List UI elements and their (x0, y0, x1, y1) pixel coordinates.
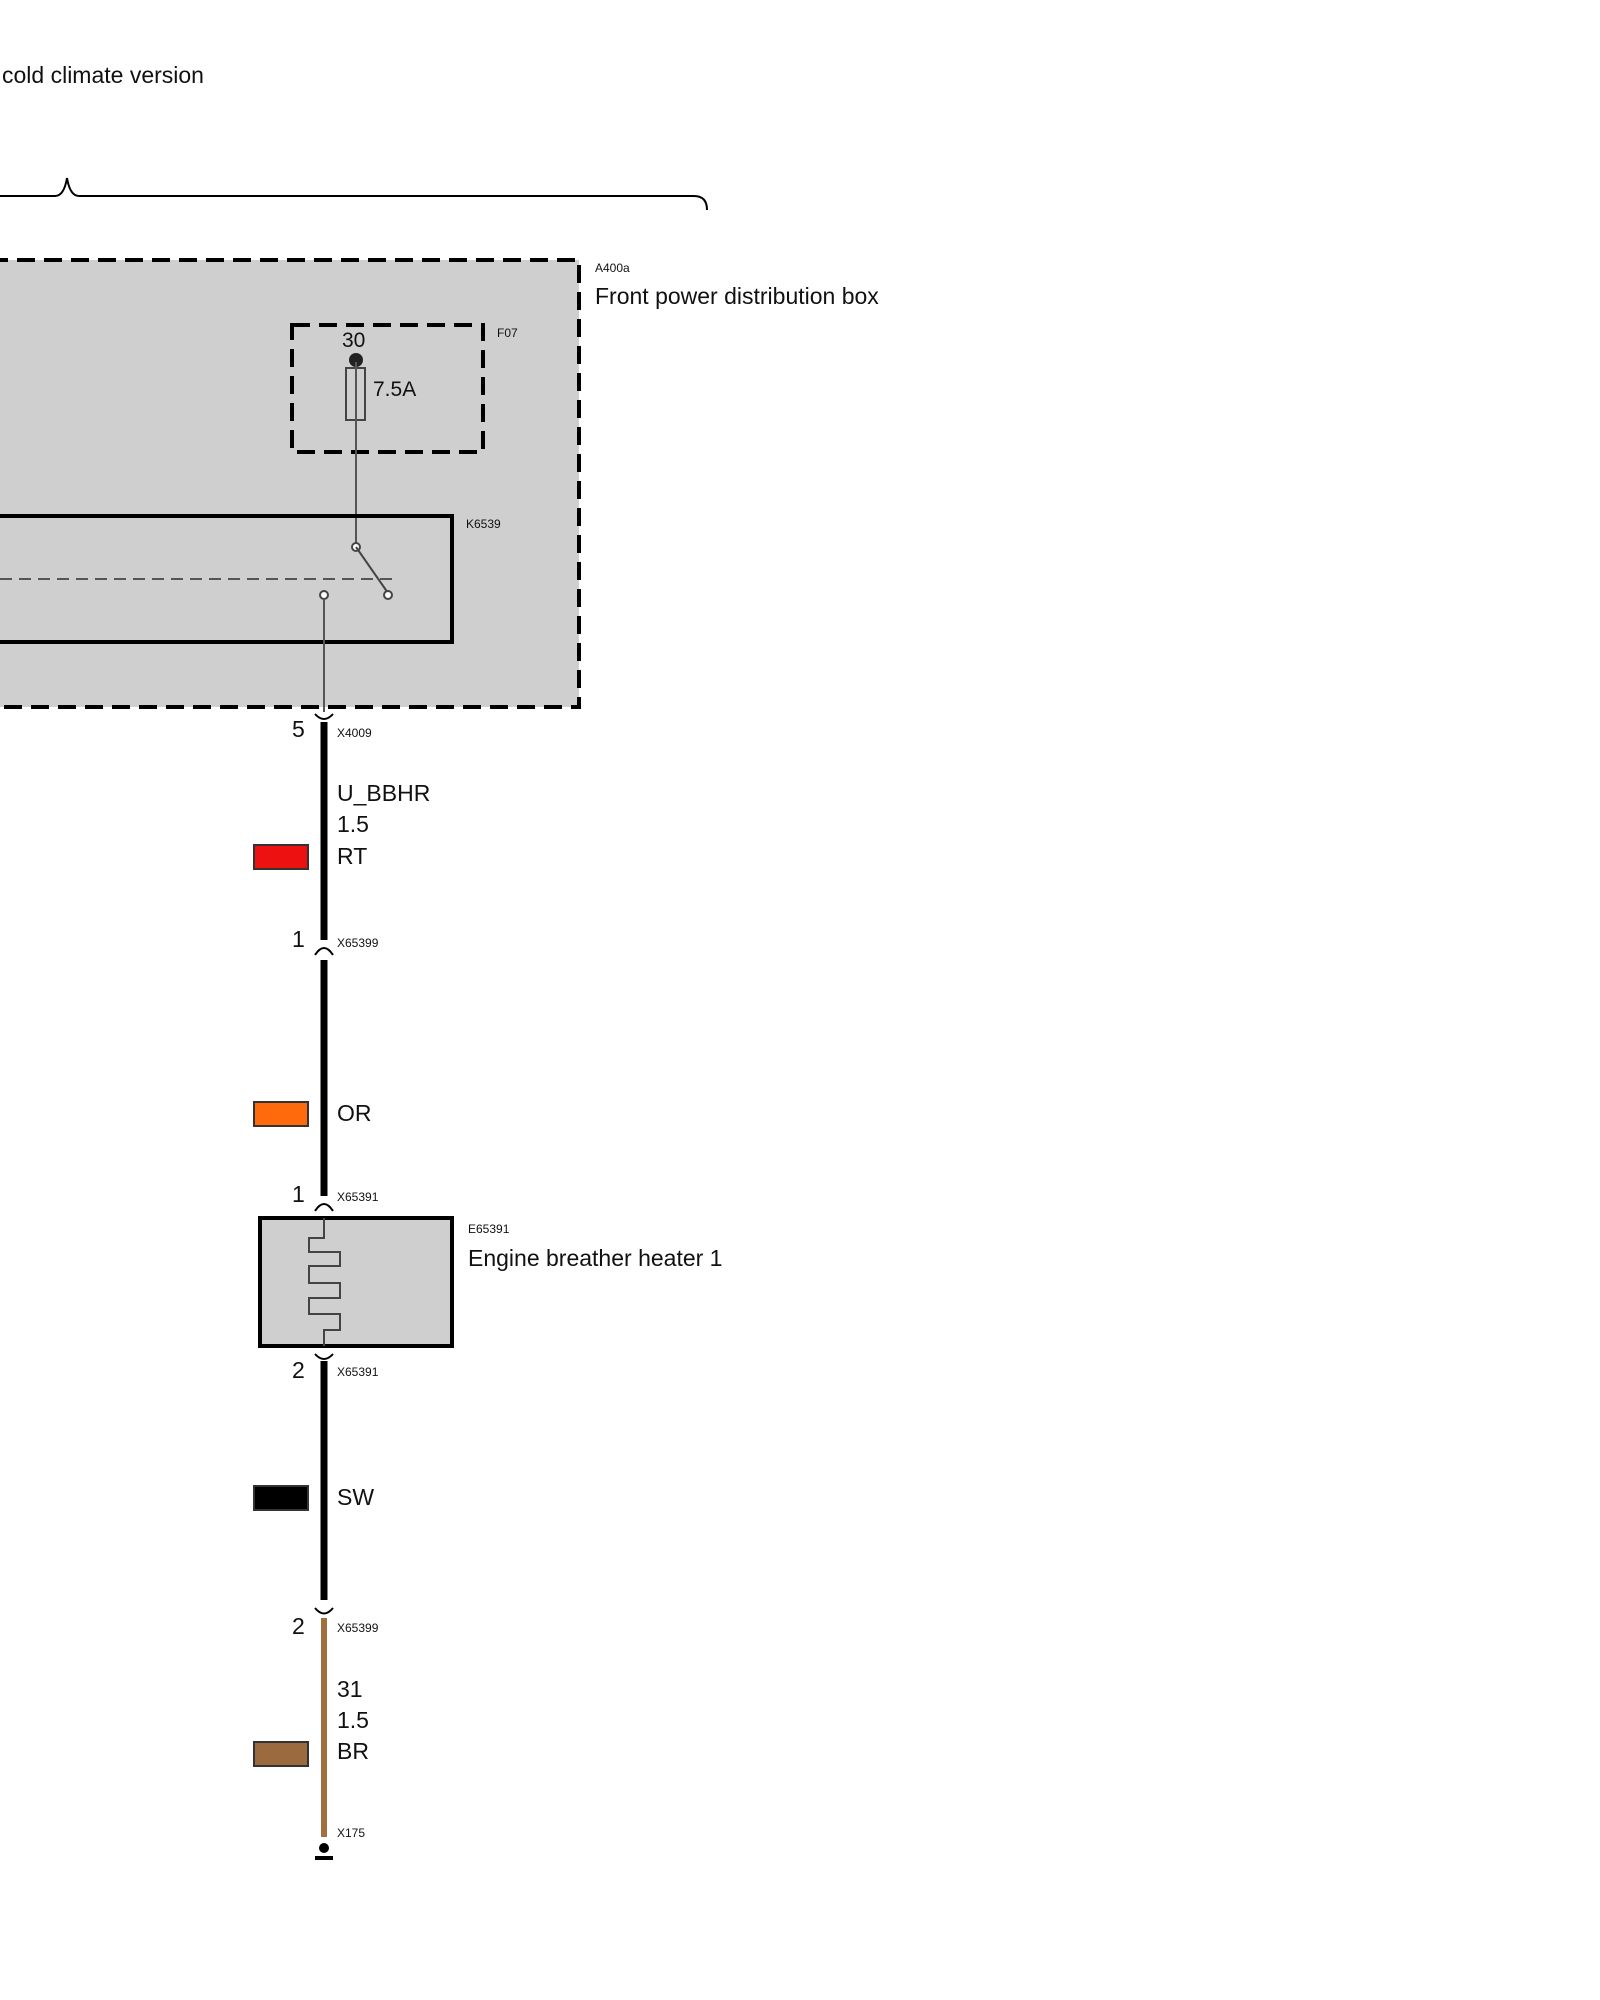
wire-rt-gauge: 1.5 (337, 811, 369, 837)
connector-x65399-1: X65399 (337, 936, 379, 950)
wire-br-gauge: 1.5 (337, 1707, 369, 1733)
wire-or-swatch (253, 1101, 309, 1127)
pin-x65391-1: 1 (292, 1181, 305, 1207)
variant-label: cold climate version (2, 62, 204, 88)
connector-x65399-1-icon (314, 947, 334, 956)
connector-x65391-2: X65391 (337, 1365, 379, 1379)
relay-contact-out (319, 590, 329, 600)
connector-x65391-1: X65391 (337, 1190, 379, 1204)
connector-x65399-2-icon (314, 1607, 334, 1615)
ground-icon (315, 1856, 333, 1860)
connector-x65399-2: X65399 (337, 1621, 379, 1635)
relay-switch-arm-icon (355, 546, 389, 594)
pin-x65399-2: 2 (292, 1613, 305, 1639)
scope-brace (0, 177, 708, 211)
pin-x65391-2: 2 (292, 1357, 305, 1383)
wire-br-signal: 31 (337, 1676, 363, 1702)
connector-x4009: X4009 (337, 726, 372, 740)
fuse-rating: 7.5A (373, 378, 416, 401)
wire-rt-color: RT (337, 843, 367, 869)
heater-name: Engine breather heater 1 (468, 1245, 722, 1271)
wire-br-swatch (253, 1741, 309, 1767)
heater-id: E65391 (468, 1222, 510, 1236)
fuse-id: F07 (497, 326, 518, 340)
wire-rt-swatch (253, 844, 309, 870)
relay-id: K6539 (466, 517, 501, 531)
wire-br-color: BR (337, 1738, 369, 1764)
wire-rt-signal: U_BBHR (337, 780, 430, 806)
connector-x65391-2-icon (314, 1353, 334, 1360)
connector-x65391-1-icon (314, 1203, 334, 1212)
fuse-terminal-dot (349, 353, 363, 367)
pin-x4009: 5 (292, 716, 305, 742)
wire-or-color: OR (337, 1100, 372, 1126)
relay-contact-no (383, 590, 393, 600)
fuse-terminal-label: 30 (342, 329, 365, 352)
ground-dot (319, 1843, 329, 1853)
fuse-housing (290, 323, 485, 454)
pin-x65399-1: 1 (292, 926, 305, 952)
distribution-box-name: Front power distribution box (595, 283, 879, 309)
connector-x4009-icon (314, 713, 334, 720)
distribution-box (0, 258, 581, 709)
distribution-box-id: A400a (595, 261, 630, 275)
wire-sw-swatch (253, 1485, 309, 1511)
heater-element-icon (308, 1218, 341, 1346)
wire-sw-color: SW (337, 1484, 374, 1510)
ground-id: X175 (337, 1826, 365, 1840)
heater-box (258, 1216, 454, 1348)
relay-box (0, 514, 454, 644)
